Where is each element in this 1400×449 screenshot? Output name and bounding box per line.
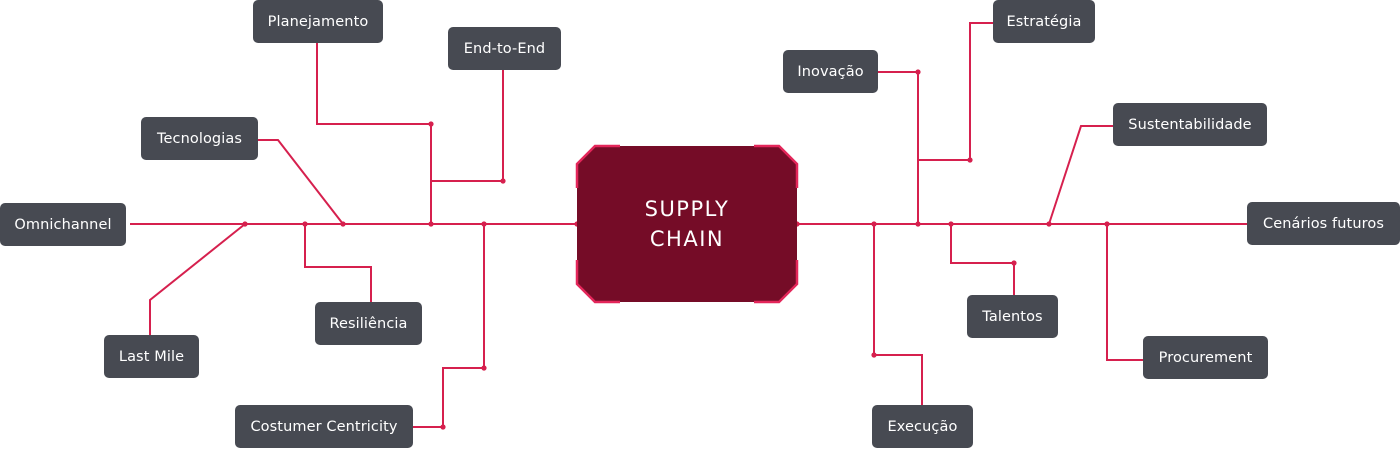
connector-costumer-centricity [413,224,485,428]
junction-dot [302,221,308,227]
node-costumer-centricity[interactable]: Costumer Centricity [235,405,413,448]
connector-talentos [950,224,1015,295]
node-sustentabilidade[interactable]: Sustentabilidade [1113,103,1267,146]
node-end-to-end[interactable]: End-to-End [448,27,561,70]
node-omnichannel[interactable]: Omnichannel [0,203,126,246]
node-inovacao[interactable]: Inovação [783,50,878,93]
node-label: Inovação [797,63,864,80]
junction-dot [948,221,954,227]
junction-dot [428,221,434,227]
node-label: Last Mile [118,348,185,365]
junction-dot [871,352,877,358]
node-resiliencia[interactable]: Resiliência [315,302,422,345]
center-box [577,146,797,302]
connector-procurement [1106,224,1143,361]
junction-dot [1104,221,1110,227]
junction-dot [915,69,921,75]
junction-dot [500,178,506,184]
node-label: Sustentabilidade [1128,116,1252,133]
node-label: Cenários futuros [1263,215,1384,232]
node-label: Execução [887,418,958,435]
node-label: Talentos [982,308,1043,325]
junction-dot [871,221,877,227]
node-estrategia[interactable]: Estratégia [993,0,1095,43]
node-label: Planejamento [267,13,369,30]
node-tecnologias[interactable]: Tecnologias [141,117,258,160]
node-planejamento[interactable]: Planejamento [253,0,383,43]
node-procurement[interactable]: Procurement [1143,336,1268,379]
node-label: End-to-End [463,40,546,57]
node-cenarios-futuros[interactable]: Cenários futuros [1247,202,1400,245]
node-label: Tecnologias [156,130,243,147]
connector-estrategia [918,22,993,161]
connector-planejamento [316,43,432,224]
center-title-line2: CHAIN [649,227,725,251]
connector-execucao [873,224,923,405]
node-talentos[interactable]: Talentos [967,295,1058,338]
connector-inovacao [878,71,919,224]
center-title-line1: SUPPLY [644,197,730,221]
center-box-corner-accents [575,144,799,304]
junction-dot [340,221,346,227]
node-last-mile[interactable]: Last Mile [104,335,199,378]
connector-sustentabilidade [1048,125,1113,225]
junction-dot [915,221,921,227]
junction-dot [440,424,446,430]
connector-resiliencia [304,224,372,302]
node-label: Costumer Centricity [250,418,398,435]
node-label: Procurement [1158,349,1253,366]
junction-dot [1011,260,1017,266]
node-execucao[interactable]: Execução [872,405,973,448]
junction-dot [481,221,487,227]
connector-end-to-end [431,69,504,182]
junction-dot [428,121,434,127]
connector-last-mile [149,223,246,335]
junction-dot [967,157,973,163]
node-label: Omnichannel [14,216,112,233]
junction-dot [481,365,487,371]
junction-dot [242,221,248,227]
junction-dot [1046,221,1052,227]
node-label: Estratégia [1006,13,1082,30]
center-topic: SUPPLY CHAIN [577,146,797,302]
connector-tecnologias [258,139,344,225]
node-label: Resiliência [329,315,408,332]
